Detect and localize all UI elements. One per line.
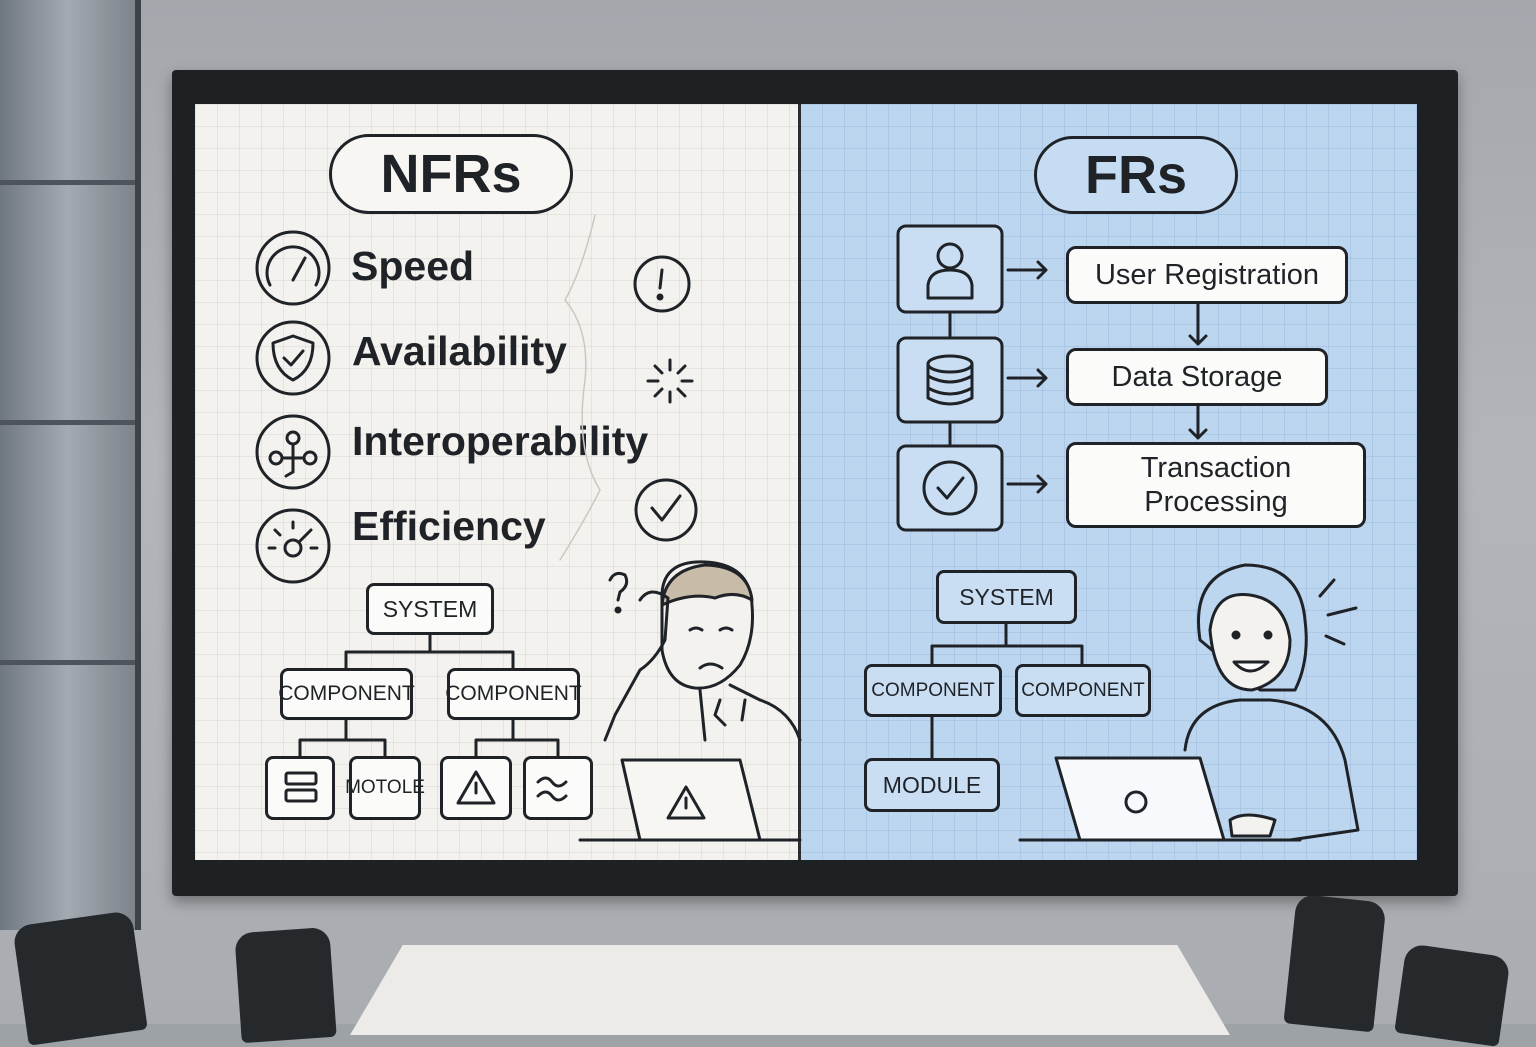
chair-4 — [1394, 943, 1511, 1047]
nfr-item-efficiency: Efficiency — [352, 503, 546, 549]
nfr-leaf-icons — [284, 770, 568, 805]
fr-tree-component-2: COMPONENT — [1015, 664, 1151, 717]
gauge-icon — [255, 508, 331, 584]
fr-transaction-line2: Processing — [1144, 486, 1288, 518]
crack-line — [559, 214, 601, 561]
alert-icon — [633, 255, 691, 313]
speedometer-icon — [255, 230, 331, 306]
fr-flow-connectors — [948, 260, 1208, 494]
nfr-item-speed: Speed — [351, 243, 475, 289]
fr-transaction-line1: Transaction — [1140, 452, 1292, 484]
meeting-table — [350, 945, 1230, 1035]
nfr-tree-connectors — [298, 633, 560, 758]
fr-title: FRs — [1034, 136, 1238, 214]
nfr-tree-component-1: COMPONENT — [278, 668, 415, 720]
fr-tree-connectors — [930, 622, 1084, 760]
chair-2 — [234, 926, 337, 1044]
fr-tree-module: MODULE — [864, 758, 1000, 812]
fr-tree-system: SYSTEM — [936, 570, 1077, 624]
shield-check-icon — [255, 320, 331, 396]
fr-data-storage: Data Storage — [1066, 348, 1328, 406]
burst-icon — [646, 358, 694, 404]
check-circle-icon-box — [896, 444, 1004, 532]
nfr-panel — [195, 104, 800, 860]
nfr-item-availability: Availability — [352, 328, 567, 374]
laptop-illustration — [1018, 756, 1302, 842]
nfr-item-interoperability: Interoperability — [352, 418, 649, 464]
chair-1 — [12, 910, 148, 1046]
user-icon-box — [896, 224, 1004, 314]
fr-transaction-processing: Transaction Processing — [1066, 442, 1366, 528]
panel-divider — [798, 104, 801, 860]
check-circle-doodle-icon — [634, 478, 698, 542]
network-icon — [255, 414, 331, 490]
line-art-overlay — [255, 214, 1360, 842]
office-window — [0, 0, 141, 930]
database-icon-box — [896, 336, 1004, 424]
chair-3 — [1283, 893, 1387, 1033]
fr-tree-component-1: COMPONENT — [864, 664, 1002, 717]
confused-man-illustration — [603, 560, 802, 742]
fr-user-registration: User Registration — [1066, 246, 1348, 304]
happy-woman-illustration — [1183, 563, 1360, 842]
laptop-warning-illustration — [578, 758, 802, 842]
nfr-title: NFRs — [329, 134, 573, 214]
nfr-tree-component-2: COMPONENT — [445, 668, 582, 720]
